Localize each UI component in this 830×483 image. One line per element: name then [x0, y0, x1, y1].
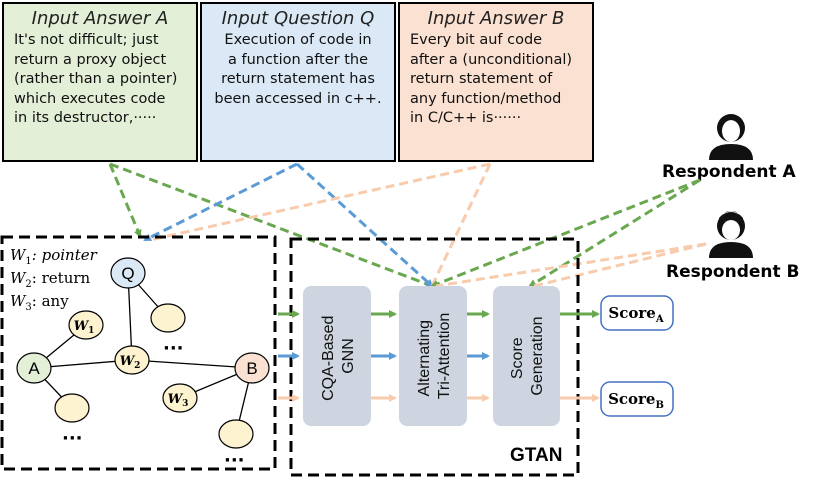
edge-w2-b: [131, 359, 253, 369]
answer-b-to-attention-arrow: [430, 163, 492, 287]
input-answer-b-text: Every bit auf code after a (unconditiona…: [400, 29, 592, 131]
graph-nodes: [16, 257, 270, 449]
answer-b-line: in C/C++ is······: [410, 110, 522, 126]
respondent-b-icon: [709, 210, 753, 258]
score-a-label: ScoreA: [608, 304, 663, 325]
input-answer-a-title: Input Answer A: [31, 8, 169, 29]
node-w2: [114, 345, 150, 375]
respondent-b-to-attention-arrow: [435, 242, 707, 288]
legend-w3: W3: any: [10, 292, 69, 313]
node-b-label: B: [246, 359, 257, 378]
respondent-a-label: Respondent A: [662, 162, 796, 182]
node-w2-label: W2: [120, 354, 141, 371]
gnn-module-label: CQA-Based GNN: [320, 311, 357, 401]
ellipsis-a: ···: [62, 428, 83, 449]
node-w3-label: W3: [168, 392, 189, 409]
node-a: [16, 352, 52, 384]
answer-a-line: return a proxy object: [14, 51, 167, 68]
question-to-graph-arrow: [143, 162, 298, 242]
answer-a-line: which executes code: [14, 90, 166, 107]
answer-a-line: (rather than a pointer): [14, 71, 178, 87]
node-q: [110, 257, 146, 289]
respondent-b-label: Respondent B: [666, 262, 800, 282]
ellipsis-b: ···: [224, 450, 245, 471]
question-line: Execution of code in: [224, 32, 372, 48]
node-w1: [68, 310, 104, 340]
graph-box: [0, 235, 277, 471]
legend-w2: W2: return: [10, 269, 91, 290]
input-question-text: Execution of code in a function after th…: [202, 29, 394, 111]
attention-module: [399, 286, 467, 426]
ellipsis-q: ···: [163, 338, 184, 359]
score-b-label: ScoreB: [608, 390, 664, 411]
node-leaf-q: [150, 303, 186, 333]
answer-b-to-graph-arrow: [149, 162, 491, 242]
score-module: [493, 286, 560, 426]
gtan-label: GTAN: [510, 445, 562, 466]
answer-b-line: return statement of: [410, 71, 553, 87]
question-line: return statement has: [221, 71, 375, 87]
input-question-box: Input Question Q Execution of code in a …: [200, 2, 396, 162]
attention-module-label: Alternating Tri-Attention: [416, 313, 453, 400]
respondent-a-to-score-arrow: [528, 178, 701, 288]
score-b-box: [600, 381, 674, 417]
answer-a-to-graph-arrow: [108, 163, 142, 238]
answer-a-line: It's not difficult; just: [14, 32, 159, 48]
question-to-attention-arrow: [295, 162, 434, 288]
word-legend: W1: pointer W2: return W3: any: [10, 246, 98, 313]
answer-b-line: after a (unconditional): [410, 51, 573, 68]
input-answer-a-text: It's not difficult; just return a proxy …: [4, 29, 196, 131]
question-line: been accessed in c++.: [214, 90, 382, 107]
input-question-title: Input Question Q: [221, 8, 375, 29]
node-q-label: Q: [121, 264, 134, 283]
answer-b-line: any function/method: [410, 90, 562, 107]
respondent-a-icon: [709, 114, 753, 160]
input-answer-a-box: Input Answer A It's not difficult; just …: [2, 2, 198, 162]
node-leaf-a: [54, 393, 90, 423]
question-line: a function after the: [227, 51, 369, 68]
score-module-label: Score Generation: [509, 316, 546, 395]
score-a-box: [600, 295, 674, 331]
respondent-a-to-attention-arrow: [430, 178, 701, 288]
respondent-b-to-score-arrow: [533, 242, 707, 288]
node-a-label: A: [28, 359, 40, 378]
node-w1-label: W1: [74, 319, 95, 336]
input-answer-b-box: Input Answer B Every bit auf code after …: [398, 2, 594, 162]
legend-w1: W1: pointer: [10, 246, 98, 267]
node-leaf-b: [218, 419, 254, 449]
flow-arrows: [278, 310, 600, 402]
gnn-module: [303, 286, 371, 426]
node-w3: [162, 383, 198, 413]
node-b: [234, 352, 270, 384]
answer-a-to-attention-arrow: [109, 162, 434, 288]
answer-a-line: in its destructor,·····: [14, 110, 157, 126]
input-connectors: [108, 162, 707, 288]
input-answer-b-title: Input Answer B: [427, 8, 565, 29]
answer-b-line: Every bit auf code: [410, 32, 543, 48]
